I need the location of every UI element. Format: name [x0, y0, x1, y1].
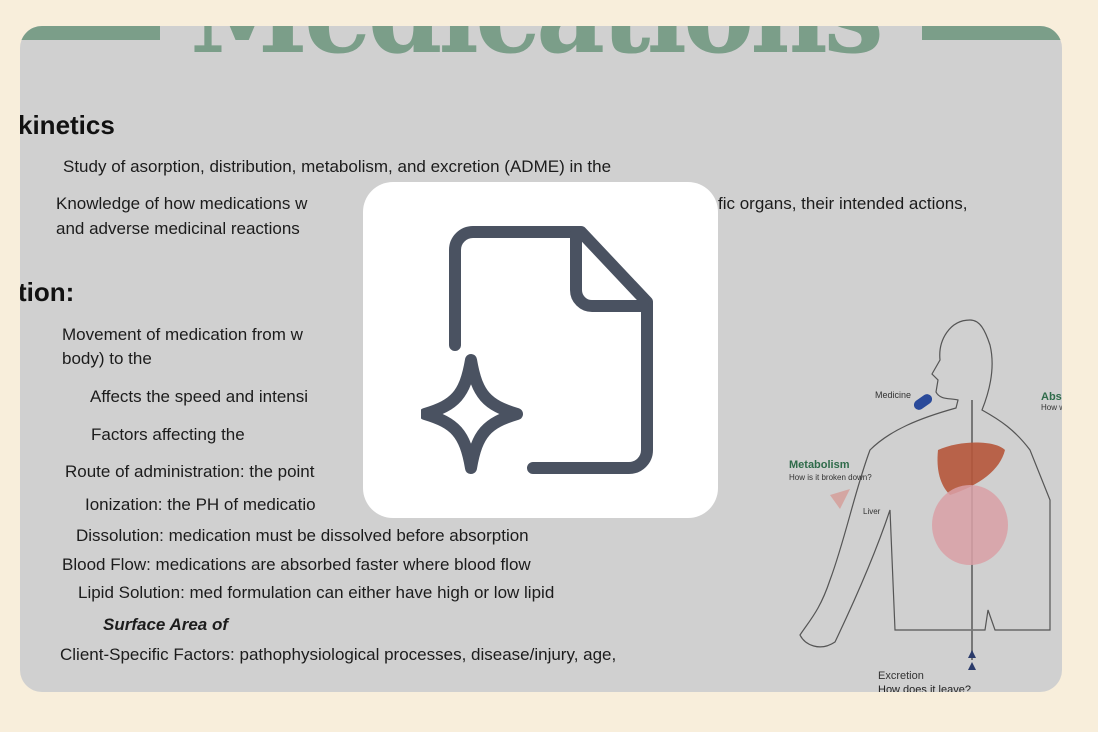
text-line: Surface Area of: [103, 615, 229, 634]
label-absorption: Absorp: [1041, 391, 1062, 403]
text-line: Factors affecting the: [91, 425, 245, 444]
label-excretion-sub: How does it leave?: [878, 684, 971, 692]
text-line: fic organs, their intended actions,: [718, 194, 968, 213]
title-rule-right: [922, 26, 1062, 40]
file-preview-placeholder: [363, 182, 718, 518]
label-metabolism-sub: How is it broken down?: [789, 473, 872, 482]
title-rule-left: [20, 26, 160, 40]
heading-pharmacokinetics: kinetics: [20, 110, 115, 140]
text-line: Route of administration: the point: [65, 462, 315, 481]
text-line: body) to the: [62, 349, 152, 368]
heading-absorption: tion:: [20, 277, 75, 307]
text-line: Affects the speed and intensi: [90, 387, 309, 406]
label-medicine: Medicine: [875, 390, 911, 400]
slide-preview[interactable]: Medications kinetics Study of asorption,…: [20, 26, 1062, 692]
text-line: Ionization: the PH of medicatio: [85, 495, 316, 514]
text-line: Movement of medication from w: [62, 325, 303, 344]
label-metabolism: Metabolism: [789, 459, 850, 471]
text-line: Dissolution: medication must be dissolve…: [76, 526, 529, 545]
text-line: Study of asorption, distribution, metabo…: [63, 157, 612, 176]
text-line: and adverse medicinal reactions: [56, 219, 300, 238]
text-line: Client-Specific Factors: pathophysiologi…: [60, 645, 617, 664]
label-absorption-sub: How wil: [1041, 403, 1062, 412]
file-sparkle-icon: [420, 226, 653, 474]
label-excretion: Excretion: [878, 670, 924, 682]
slide-title: Medications: [190, 26, 884, 79]
label-liver: Liver: [863, 507, 881, 516]
text-line: Knowledge of how medications w: [56, 194, 308, 213]
text-line: Blood Flow: medications are absorbed fas…: [62, 555, 531, 574]
adme-body-diagram: Medicine Absorp How wil Metabolism How i…: [789, 319, 1062, 692]
text-line: Lipid Solution: med formulation can eith…: [78, 583, 555, 602]
